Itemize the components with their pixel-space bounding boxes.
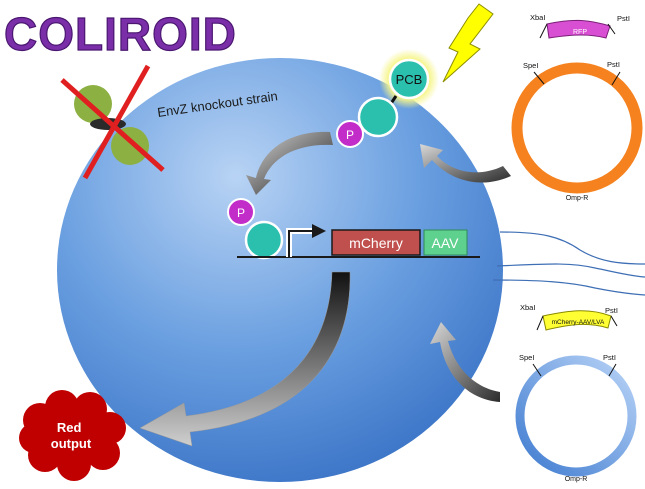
plasmid-top-site-right: PstI (607, 60, 620, 69)
mcherry-site-left: XbaI (520, 303, 535, 312)
photoreceptor-complex: PCB P (336, 49, 439, 148)
rfp-insert-label: RFP (573, 29, 587, 36)
plasmid-bottom-site-left: SpeI (519, 353, 534, 362)
phospho-top (336, 120, 364, 148)
promoter-arrow-head (312, 224, 326, 238)
plasmid-top-ring (511, 62, 643, 194)
output-label-line1: Red (57, 420, 82, 435)
rfp-site-left-tick (539, 23, 548, 39)
mcherry-insert-label: mCherry-AAV/LVA (552, 319, 605, 326)
mcherry-gene-label: mCherry (349, 235, 403, 251)
rfp-insert (546, 19, 611, 39)
phosphotransfer-arrow (246, 131, 333, 195)
mcherry-site-right-tick (610, 315, 618, 327)
membrane-lines (492, 231, 645, 296)
light-bolt-icon (442, 3, 494, 83)
phospho-regulator-label: P (237, 206, 245, 220)
cell-body (57, 58, 503, 482)
pcb-sphere (388, 58, 430, 100)
plasmid-bottom-site-right: PstI (603, 353, 616, 362)
output-arrow (139, 271, 351, 447)
mcherry-gene-box (331, 229, 421, 256)
plasmid-top-site-right-tick (611, 71, 621, 86)
pcb-label: PCB (396, 72, 423, 87)
phospho-top-label: P (346, 128, 354, 142)
plasmid-bottom-site-right-tick (608, 363, 617, 377)
aav-tag-label: AAV (432, 235, 460, 251)
plasmid-top: RFP XbaI PstI SpeI PstI Omp-R (511, 13, 643, 202)
plasmid-bottom-backbone-label: Omp-R (565, 476, 588, 483)
plasmid-top-site-left: SpeI (523, 61, 538, 70)
diagram-title: COLIROID (4, 8, 237, 60)
plasmid-bottom-arrow (430, 322, 500, 402)
regulator-sphere (244, 220, 284, 260)
plasmid-bottom-ring (515, 355, 637, 477)
mcherry-insert (542, 310, 612, 331)
rfp-site-right-tick (607, 23, 616, 35)
plasmid-bottom: mCherry-AAV/LVA XbaI PstI SpeI PstI Omp-… (515, 303, 637, 483)
plasmid-top-backbone-label: Omp-R (566, 195, 589, 202)
output-label: Red output (51, 420, 92, 451)
plasmid-top-site-left-tick (533, 71, 545, 85)
rfp-site-left: XbaI (530, 13, 545, 22)
phospho-regulator (227, 198, 255, 226)
promoter-arrow (288, 230, 315, 257)
aav-tag-box (423, 229, 468, 256)
plasmid-top-arrow (420, 144, 511, 183)
red-output-blob (19, 390, 126, 481)
rfp-site-right: PstI (617, 14, 630, 23)
receptor-sphere (357, 96, 399, 138)
mcherry-site-left-tick (536, 315, 544, 331)
output-label-line2: output (51, 436, 92, 451)
envz-knockout-icon (60, 64, 165, 180)
plasmid-bottom-site-left-tick (532, 363, 542, 377)
mcherry-site-right: PstI (605, 306, 618, 315)
